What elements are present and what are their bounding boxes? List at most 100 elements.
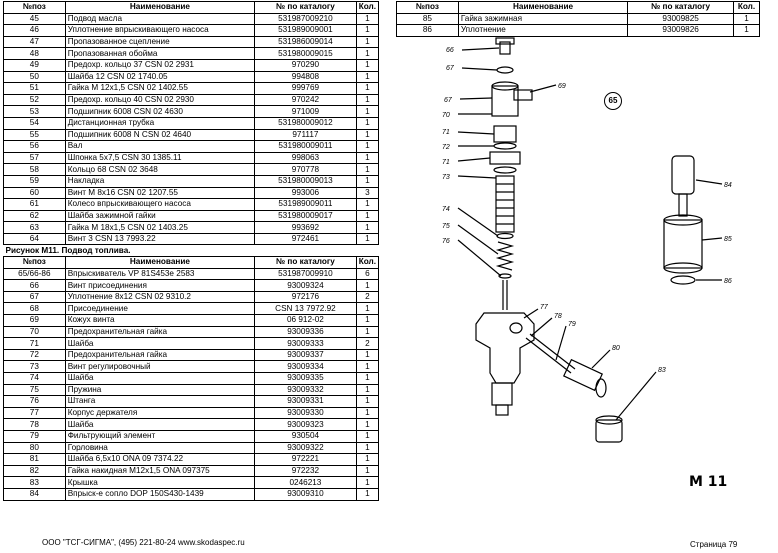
cell-name: Шпонка 5x7,5 CSN 30 1385.11 — [64, 151, 256, 165]
cell-name: Шайба — [64, 372, 256, 385]
cell-catalog: 93009334 — [254, 360, 357, 373]
cell-num: 64 — [3, 232, 66, 246]
callout-71: 71 — [442, 129, 450, 136]
cell-name: Накладка — [64, 174, 256, 188]
cell-catalog: 531989009001 — [254, 24, 357, 37]
cell-num: 66 — [3, 279, 66, 292]
cell-name: Подшипник 6008 CSN 02 4630 — [64, 105, 256, 118]
cell-qty: 1 — [355, 279, 380, 292]
cell-catalog: 0246213 — [254, 476, 357, 489]
cell-qty: 1 — [355, 232, 380, 246]
cell-catalog: 93009336 — [254, 325, 357, 339]
cell-qty: 1 — [355, 429, 380, 443]
cell-qty: 1 — [355, 476, 380, 489]
cell-qty: 1 — [355, 441, 380, 455]
cell-qty: 1 — [355, 93, 380, 107]
cell-name: Уплотнение — [457, 24, 629, 37]
cell-num: 60 — [3, 186, 66, 200]
cell-catalog: 930504 — [254, 429, 357, 443]
cell-name: Горловина — [64, 441, 256, 455]
cell-num: 79 — [3, 429, 66, 443]
cell-catalog: 999769 — [254, 82, 357, 95]
callout-67b: 67 — [444, 97, 453, 104]
cell-num: 70 — [3, 325, 66, 339]
cell-catalog: 93009323 — [254, 418, 357, 431]
cell-num: 80 — [3, 441, 66, 455]
cell-num: 81 — [3, 453, 66, 466]
cell-catalog: 06 912-02 — [254, 314, 357, 327]
cell-name: Шайба — [64, 337, 256, 350]
cell-qty: 1 — [355, 35, 380, 49]
cell-name: Фильтрующий элемент — [64, 429, 256, 443]
callout-75: 75 — [442, 223, 450, 230]
cell-catalog: 93009330 — [254, 406, 357, 420]
cell-name: Шайба зажимной гайки — [64, 209, 256, 223]
cell-catalog: 971117 — [254, 128, 357, 142]
callout-70: 70 — [442, 112, 450, 119]
cell-qty: 1 — [355, 163, 380, 176]
cell-catalog: 93009335 — [254, 372, 357, 385]
cell-num: 53 — [3, 105, 66, 118]
cell-catalog: 93009333 — [254, 337, 357, 350]
cell-name: Кольцо 68 CSN 02 3648 — [64, 163, 256, 176]
cell-qty: 1 — [355, 464, 380, 478]
cell-name: Шайба — [64, 418, 256, 431]
cell-name: Гайка M 12x1,5 CSN 02 1402.55 — [64, 82, 256, 95]
cell-qty: 1 — [355, 383, 380, 397]
cell-num: 59 — [3, 174, 66, 188]
callout-84: 84 — [724, 182, 732, 189]
cell-qty: 1 — [355, 47, 380, 60]
figure-mark: M 11 — [689, 474, 728, 490]
callout-71b: 71 — [442, 159, 450, 166]
callout-74: 74 — [442, 206, 450, 213]
header-name: Наименование — [64, 1, 256, 14]
callout-73: 73 — [442, 174, 450, 181]
cell-qty: 2 — [355, 337, 380, 350]
header-num: №поз — [396, 1, 459, 14]
callout-79: 79 — [568, 321, 576, 328]
cell-name: Впрыскиватель VP 81S453e 2583 — [64, 267, 256, 281]
section-title: Рисунок M11. Подвод топлива. — [5, 245, 131, 255]
callout-78: 78 — [554, 313, 562, 320]
cell-catalog: 971009 — [254, 105, 357, 118]
cell-num: 68 — [3, 302, 66, 316]
header-name: Наименование — [64, 256, 256, 269]
header-num: №поз — [3, 1, 66, 14]
footer-company: ООО "ТСГ-СИГМА", (495) 221-80-24 www.sko… — [42, 538, 245, 547]
cell-qty: 3 — [355, 186, 380, 200]
cell-num: 83 — [3, 476, 66, 489]
cell-qty: 1 — [355, 395, 380, 408]
cell-catalog: 93009332 — [254, 383, 357, 397]
cell-num: 49 — [3, 58, 66, 72]
cell-qty: 1 — [355, 348, 380, 362]
callout-69: 69 — [558, 83, 566, 90]
cell-catalog: 972232 — [254, 464, 357, 478]
callout-76: 76 — [442, 238, 450, 245]
cell-num: 48 — [3, 47, 66, 60]
cell-num: 69 — [3, 314, 66, 327]
cell-name: Предохр. кольцо 40 CSN 02 2930 — [64, 93, 256, 107]
cell-num: 74 — [3, 372, 66, 385]
cell-name: Штанга — [64, 395, 256, 408]
cell-name: Пропазованное сцепление — [64, 35, 256, 49]
cell-num: 62 — [3, 209, 66, 223]
cell-name: Винт 3 CSN 13 7993.22 — [64, 232, 256, 246]
